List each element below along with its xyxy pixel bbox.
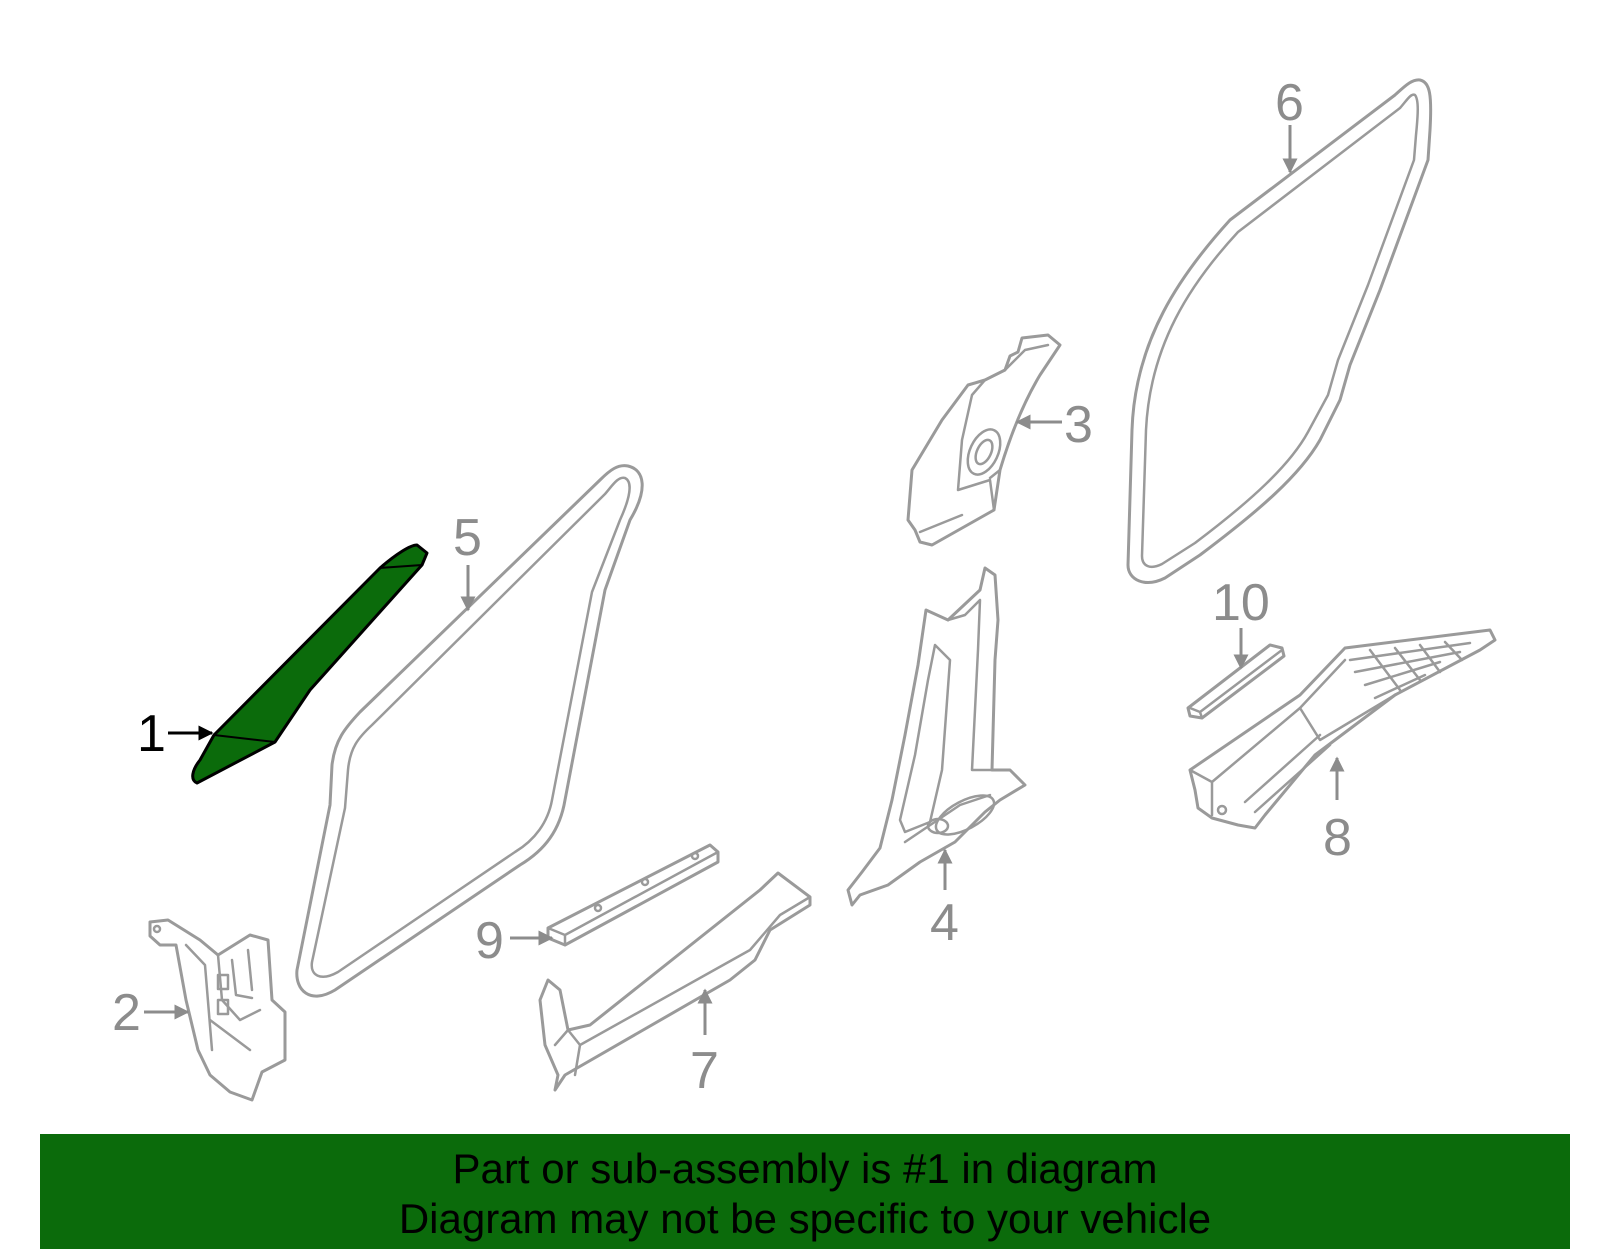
callout-9: 9 [475,912,504,970]
part-1-front-pillar-trim[interactable] [191,543,429,785]
part-2-lower-bracket[interactable] [148,918,287,1102]
diagram-canvas: 1 2 3 4 5 6 7 8 9 10 [112,74,1497,1102]
callout-8: 8 [1323,809,1352,867]
part-7-front-sill-trim[interactable] [538,871,812,1092]
part-8-rear-sill-plate[interactable] [1188,628,1497,830]
part-3-upper-center-pillar-trim[interactable] [906,333,1062,547]
callout-3: 3 [1064,396,1093,454]
part-6-rear-door-weatherstrip[interactable] [1126,78,1433,584]
info-banner: Part or sub-assembly is #1 in diagram Di… [40,1134,1570,1249]
callout-4: 4 [930,894,959,952]
callout-7: 7 [690,1042,719,1100]
part-5-front-door-weatherstrip[interactable] [295,464,644,998]
callout-2: 2 [112,984,141,1042]
callout-5: 5 [453,509,482,567]
part-4-lower-center-pillar-trim[interactable] [846,566,1027,907]
callout-6: 6 [1275,74,1304,132]
banner-line-2: Diagram may not be specific to your vehi… [398,1195,1212,1242]
part-10-small-strip[interactable] [1186,643,1286,720]
callout-10: 10 [1212,574,1270,632]
banner-line-1: Part or sub-assembly is #1 in diagram [452,1145,1158,1192]
part-9-sill-strip[interactable] [546,843,720,947]
callout-1: 1 [137,705,166,763]
